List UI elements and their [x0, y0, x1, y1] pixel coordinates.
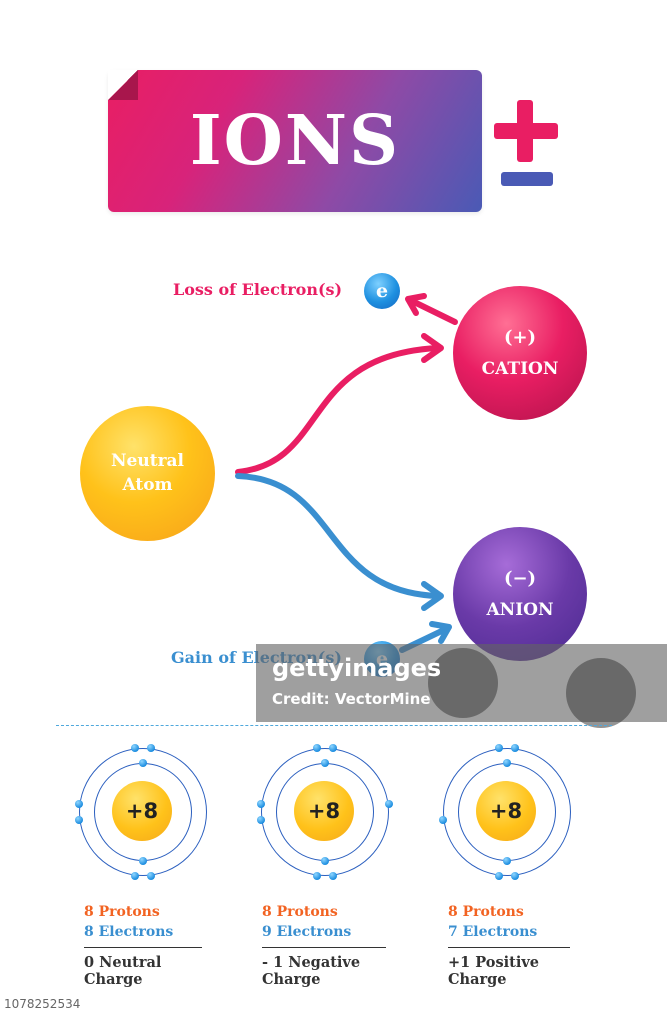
neutral-atom: Neutral Atom: [80, 406, 215, 541]
electron-dot: [503, 759, 511, 767]
protons-label: 8 Protons: [262, 904, 338, 920]
outer-orbit: [443, 748, 571, 876]
electron-dot: [384, 800, 393, 809]
electron-dot: [75, 800, 84, 809]
charge-label: - 1 Negative Charge: [262, 954, 361, 988]
nucleus: +8: [476, 781, 536, 841]
charge-label: 0 Neutral Charge: [84, 954, 162, 988]
electron-dot: [328, 871, 337, 880]
electron-dot: [146, 744, 155, 753]
electron-dot: [146, 871, 155, 880]
page-title: IONS: [189, 101, 401, 181]
electron-dot: [257, 815, 266, 824]
electron-dot: [131, 744, 140, 753]
cation-arrow-head: [421, 333, 444, 363]
electron-dot: [503, 857, 511, 865]
atom-model-positive: +8: [439, 744, 573, 880]
electrons-label: 9 Electrons: [262, 924, 352, 940]
electron-dot: [75, 815, 84, 824]
electron-dot: [313, 744, 322, 753]
caption-neutral: 8 Protons 8 Electrons 0 Neutral Charge: [84, 904, 202, 988]
outer-orbit: [79, 748, 207, 876]
cation-label: CATION: [481, 358, 559, 379]
electron-dot: [139, 759, 147, 767]
anion-arrow-head: [421, 581, 444, 611]
caption-rule: [448, 947, 570, 948]
electrons-label: 7 Electrons: [448, 924, 538, 940]
watermark-shape: [428, 648, 498, 718]
neutral-atom-label-line1: Neutral: [111, 450, 184, 471]
stock-image-id: 1078252534: [4, 997, 81, 1011]
watermark-shape: [566, 658, 636, 728]
electrons-label: 8 Electrons: [84, 924, 174, 940]
caption-rule: [84, 947, 202, 948]
electron-dot: [495, 871, 504, 880]
electron-dot: [328, 744, 337, 753]
anion-arrow: [235, 473, 441, 599]
cation-arrow: [235, 345, 441, 475]
loss-of-electrons-label: Loss of Electron(s): [173, 280, 343, 299]
atom-model-neutral: +8: [75, 744, 209, 880]
caption-negative: 8 Protons 9 Electrons - 1 Negative Charg…: [262, 904, 386, 988]
nucleus: +8: [294, 781, 354, 841]
loss-arrow: [407, 297, 458, 325]
anion-label: ANION: [486, 599, 554, 620]
section-divider: [56, 725, 612, 726]
electron-dot: [257, 800, 266, 809]
protons-label: 8 Protons: [448, 904, 524, 920]
caption-positive: 8 Protons 7 Electrons +1 Positive Charge: [448, 904, 570, 988]
gain-arrow-head: [429, 621, 452, 644]
electron-dot: [439, 815, 448, 824]
watermark-credit: Credit: VectorMine: [272, 690, 431, 708]
electron-lost-icon: e: [364, 273, 400, 309]
electron-dot: [321, 759, 329, 767]
electron-dot: [139, 857, 147, 865]
banner-fold-shadow: [108, 70, 138, 100]
cation-sign: (+): [503, 326, 537, 348]
electron-dot: [131, 871, 140, 880]
electron-dot: [510, 744, 519, 753]
neutral-atom-label-line2: Atom: [122, 474, 173, 495]
outer-orbit: [261, 748, 389, 876]
watermark-logo: gettyimages: [272, 654, 442, 682]
anion: (−) ANION: [453, 527, 587, 661]
plus-sign-icon-vertical: [517, 100, 533, 162]
minus-sign-icon: [501, 172, 553, 186]
title-banner: IONS: [108, 70, 482, 212]
protons-label: 8 Protons: [84, 904, 160, 920]
cation: (+) CATION: [453, 286, 587, 420]
charge-label: +1 Positive Charge: [448, 954, 540, 988]
electron-dot: [510, 871, 519, 880]
caption-rule: [262, 947, 386, 948]
atom-model-negative: +8: [257, 744, 393, 880]
anion-sign: (−): [503, 567, 537, 589]
electron-dot: [313, 871, 322, 880]
loss-arrow-head: [405, 293, 427, 316]
electron-dot: [495, 744, 504, 753]
watermark-overlay: gettyimages Credit: VectorMine: [256, 644, 667, 728]
nucleus: +8: [112, 781, 172, 841]
electron-dot: [321, 857, 329, 865]
